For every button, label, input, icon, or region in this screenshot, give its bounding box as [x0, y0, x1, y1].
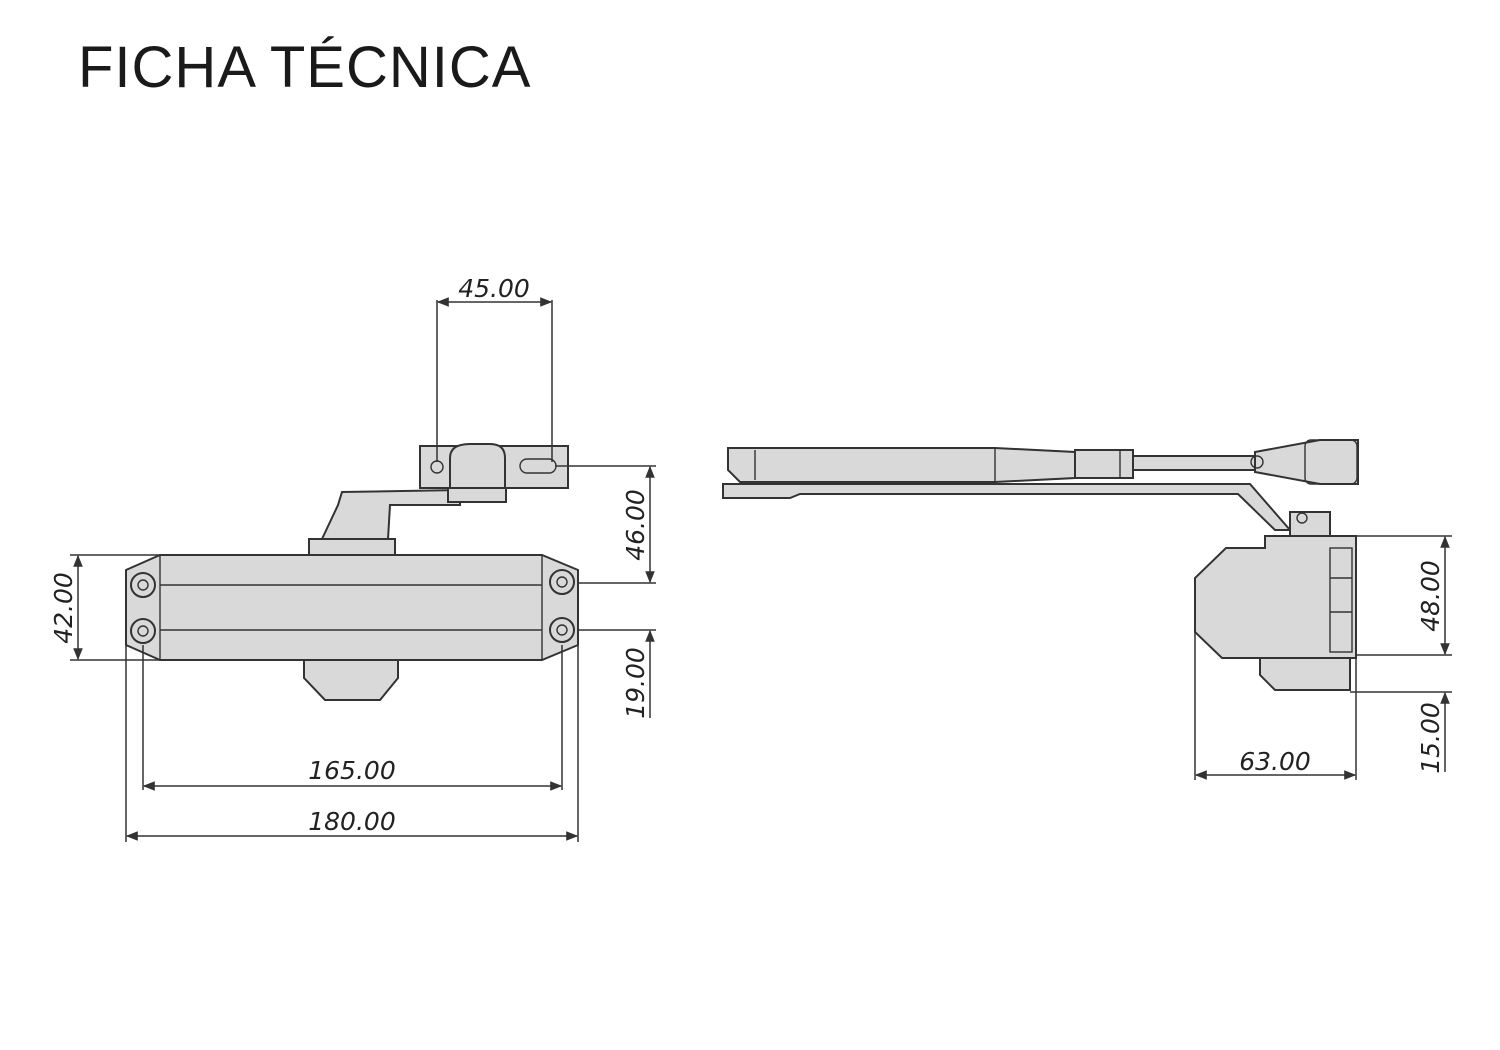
front-pivot — [449, 443, 506, 493]
front-top-block — [308, 538, 396, 557]
side-lower-rod — [722, 483, 1293, 531]
front-lower-bump — [303, 657, 399, 701]
page-title: FICHA TÉCNICA — [78, 35, 532, 100]
side-arm-joint — [1254, 439, 1359, 485]
side-upper-arm — [727, 447, 1076, 483]
dim-side-depth: 63.00 — [1239, 747, 1311, 776]
front-main-body — [125, 554, 579, 661]
front-screw-holes — [130, 569, 575, 644]
dim-hole-spacing: 165.00 — [308, 756, 395, 785]
front-arm — [320, 488, 461, 540]
front-view — [125, 443, 579, 701]
dim-side-height: 48.00 — [1416, 560, 1445, 632]
dim-total-length: 180.00 — [308, 807, 395, 836]
side-body — [1194, 535, 1357, 659]
front-dimensions — [70, 297, 656, 842]
dim-bottom-offset: 19.00 — [621, 647, 650, 719]
dim-body-height: 42.00 — [49, 572, 78, 644]
dim-arm-height: 46.00 — [621, 489, 650, 561]
side-view — [722, 439, 1359, 691]
side-dimensions — [1194, 535, 1452, 780]
dim-side-bottom: 15.00 — [1416, 702, 1445, 774]
dim-arm-width: 45.00 — [458, 274, 530, 303]
